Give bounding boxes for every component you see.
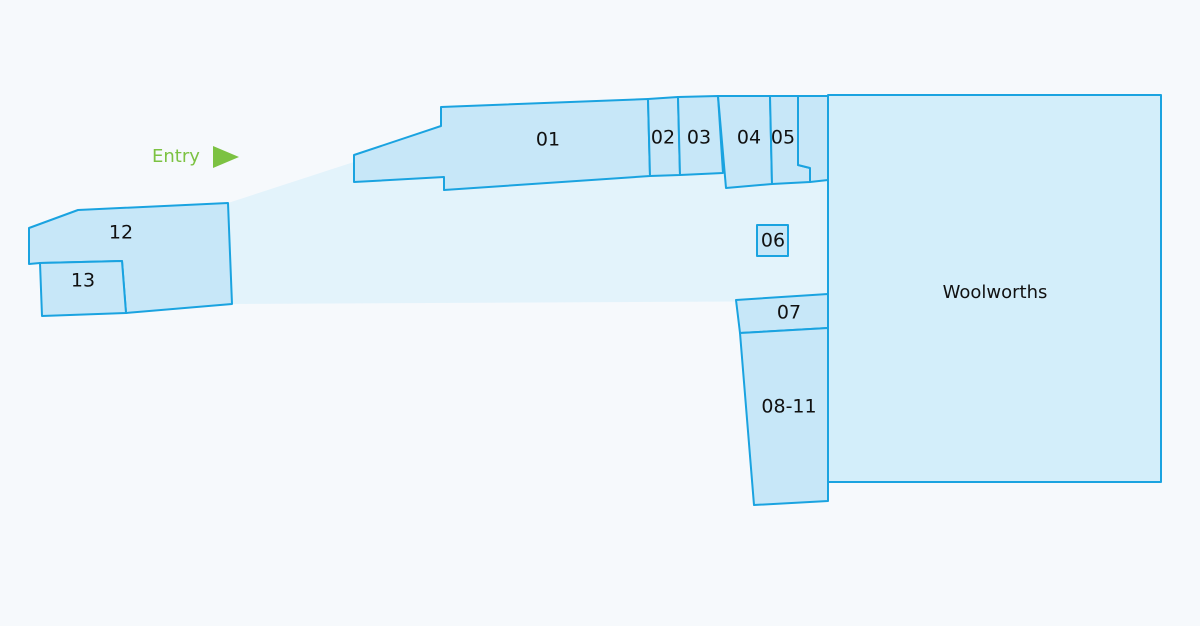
- kiosk-06-label: 06: [761, 230, 785, 252]
- shop-08-11-label: 08-11: [761, 396, 816, 418]
- shop-05-annex[interactable]: [797, 95, 829, 183]
- walkway-area: [228, 150, 828, 304]
- shop-03-label: 03: [687, 127, 711, 149]
- shop-03[interactable]: [677, 95, 724, 176]
- shop-05-label: 05: [771, 127, 795, 149]
- shop-08-11[interactable]: [739, 327, 829, 506]
- shop-01-label: 01: [536, 129, 560, 151]
- entry-label: Entry: [152, 146, 200, 167]
- shop-woolworths-label: Woolworths: [943, 282, 1048, 303]
- shop-01[interactable]: [353, 98, 651, 191]
- shop-07-label: 07: [777, 302, 801, 324]
- shop-04-label: 04: [737, 127, 761, 149]
- shop-02-label: 02: [651, 127, 675, 149]
- kiosk-06[interactable]: [756, 224, 789, 257]
- shop-13[interactable]: [39, 260, 127, 317]
- entry-arrow-icon: [213, 146, 239, 168]
- shop-12-label: 12: [109, 222, 133, 244]
- shop-13-label: 13: [71, 270, 95, 292]
